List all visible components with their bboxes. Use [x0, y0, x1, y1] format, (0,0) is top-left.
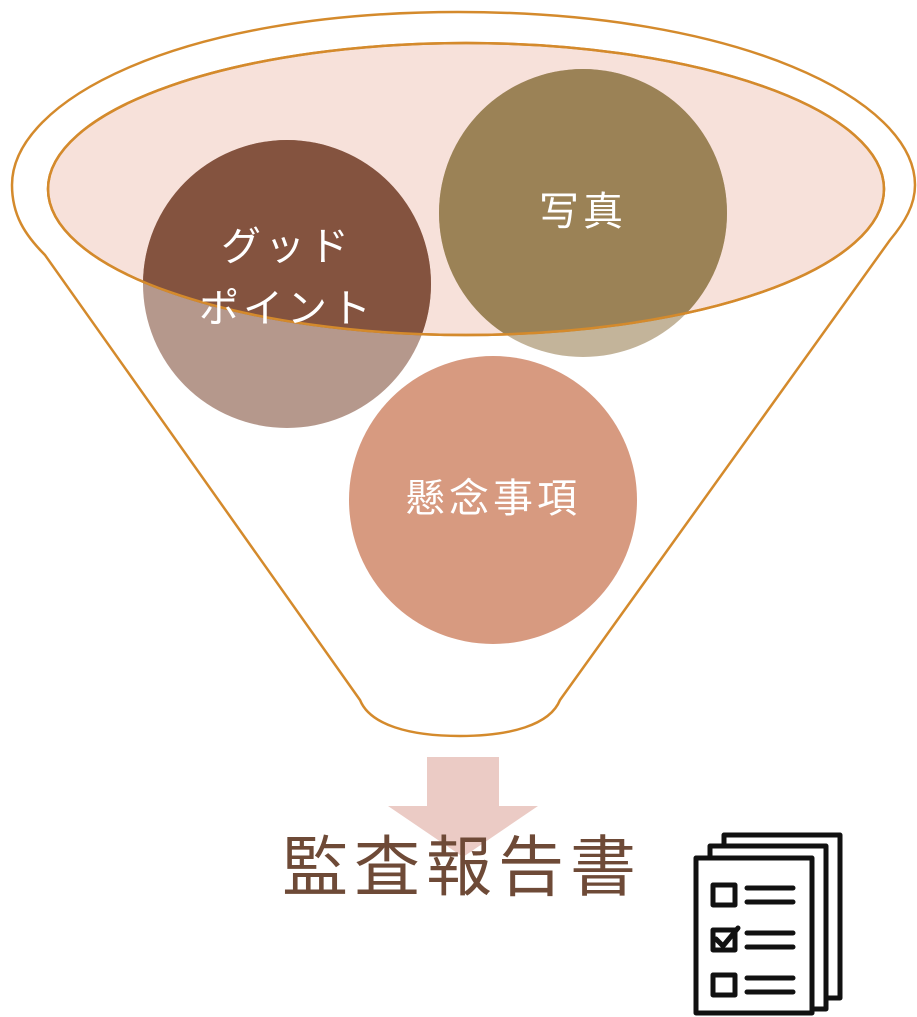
checklist-document-icon [693, 832, 843, 1016]
output-title: 監査報告書 [282, 829, 642, 906]
label-concerns: 懸念事項 [405, 476, 581, 522]
down-arrow-icon [388, 757, 538, 857]
circle-concerns [349, 356, 637, 644]
label-good-points-line1: グッド [221, 224, 353, 270]
label-good-points-line2: ポイント [199, 286, 375, 332]
label-photos: 写真 [539, 189, 627, 235]
